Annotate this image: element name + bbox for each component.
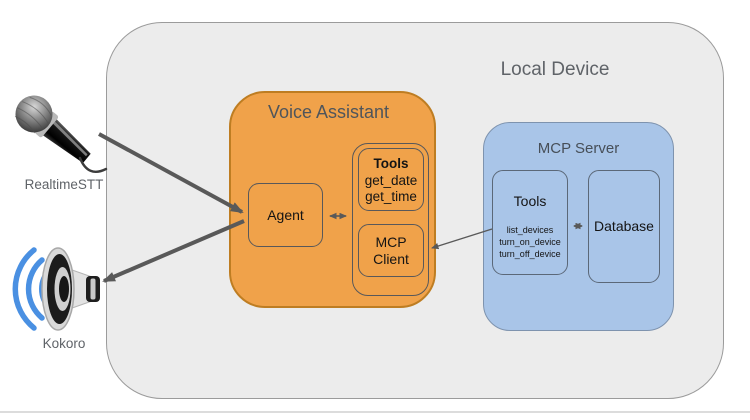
mcp-client-box: MCP Client [358, 224, 424, 277]
mcp-server-title: MCP Server [537, 140, 620, 157]
va-tools-title: Tools [373, 156, 409, 171]
agent-box: Agent [248, 183, 323, 247]
mcp-server-tool-item: turn_off_device [499, 249, 561, 259]
voice-assistant-title: Voice Assistant [267, 102, 390, 122]
voice-assistant-container [229, 91, 436, 308]
kokoro-label: Kokoro [42, 336, 86, 351]
bottom-divider [0, 411, 750, 413]
va-tools-group [352, 143, 429, 296]
mcp-server-tools-title: Tools [513, 193, 547, 209]
speaker-icon [12, 247, 100, 331]
local-device-title: Local Device [500, 59, 610, 80]
va-tool-item: get_time [365, 189, 417, 204]
database-box: Database [588, 170, 660, 283]
mcp-server-tool-item: list_devices [506, 225, 554, 235]
database-label: Database [594, 218, 654, 234]
va-tools-box: Tools get_date get_time [358, 148, 424, 211]
mcp-server-tool-item: turn_on_device [499, 237, 561, 247]
mcp-server-tools-box: Tools list_devices turn_on_device turn_o… [492, 170, 568, 275]
agent-label: Agent [267, 206, 304, 223]
mcp-server-tool-list: list_devices turn_on_device turn_off_dev… [493, 224, 567, 260]
mcp-client-label: MCP Client [373, 233, 409, 267]
microphone-icon [14, 95, 108, 173]
realtimestt-label: RealtimeSTT [24, 177, 104, 192]
va-tool-item: get_date [364, 172, 418, 188]
